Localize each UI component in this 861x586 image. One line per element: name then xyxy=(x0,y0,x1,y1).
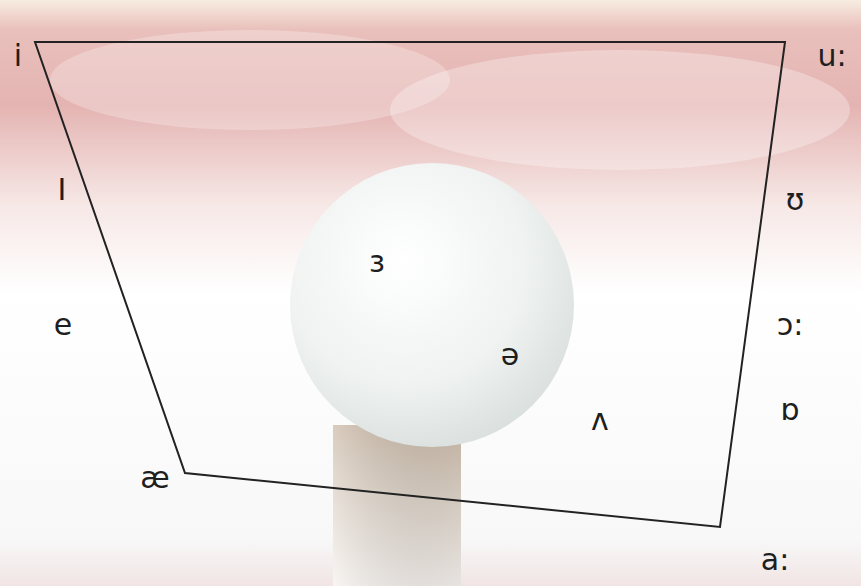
vowel-symbol: i xyxy=(14,41,22,71)
vowel-symbol: a: xyxy=(761,545,790,575)
vowel-symbol: æ xyxy=(140,463,169,493)
vowel-symbol: u: xyxy=(817,41,846,71)
vowel-symbol: I xyxy=(58,175,67,205)
vowel-symbol: e xyxy=(54,310,72,340)
vowel-symbol: ʌ xyxy=(591,405,609,435)
vowel-symbol: ɔ: xyxy=(777,310,804,340)
vowel-symbol: ʊ xyxy=(786,185,805,215)
vowel-symbol: ɜ xyxy=(369,247,385,277)
vowel-symbol: ə xyxy=(501,340,519,370)
vowel-symbol: ɒ xyxy=(780,395,799,425)
